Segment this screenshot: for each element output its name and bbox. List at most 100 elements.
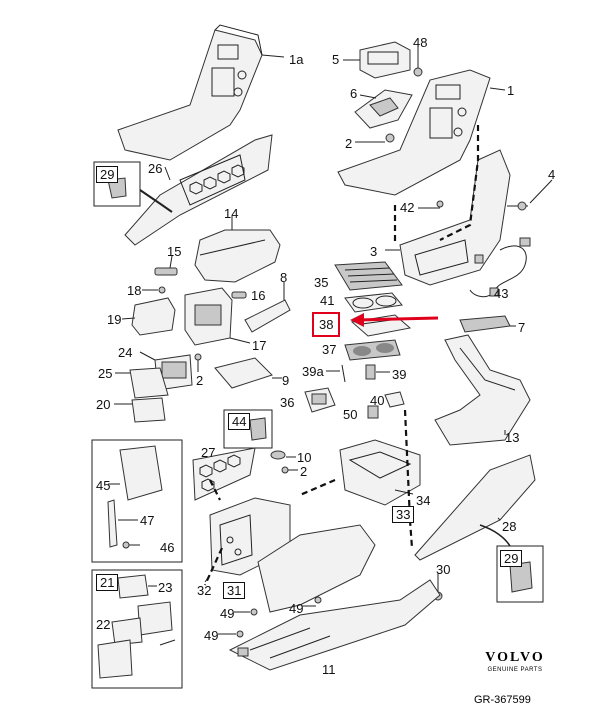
callout-1a: 1a — [289, 52, 304, 67]
part-1-main-console — [337, 69, 506, 196]
part-37-insert — [344, 339, 401, 361]
inset-21-23 — [91, 569, 183, 689]
callout-13: 13 — [505, 430, 520, 445]
callout-33: 33 — [392, 506, 415, 523]
part-36-socket — [304, 387, 336, 413]
callout-49b: 49 — [289, 601, 304, 616]
callout-28: 28 — [502, 519, 517, 534]
callout-48: 48 — [413, 35, 428, 50]
callout-35: 35 — [314, 275, 329, 290]
part-2-screw-low — [281, 466, 298, 474]
callout-36: 36 — [280, 395, 295, 410]
brand-subtitle: GENUINE PARTS — [487, 667, 543, 673]
callout-37: 37 — [322, 342, 337, 357]
callout-29a: 29 — [96, 166, 119, 183]
callout-7: 7 — [518, 320, 526, 335]
callout-3: 3 — [370, 244, 378, 259]
part-13-side-panel — [434, 334, 531, 446]
part-26-side-panel — [124, 134, 273, 246]
brand-logo: VOLVO GENUINE PARTS — [470, 650, 560, 673]
callout-50: 50 — [343, 407, 358, 422]
part-27-grille — [192, 447, 256, 501]
callout-26: 26 — [148, 161, 163, 176]
part-11-floor-bracket — [228, 579, 441, 671]
callout-1: 1 — [507, 83, 515, 98]
part-35-mat — [334, 261, 403, 291]
part-34-bracket — [339, 439, 421, 506]
part-40-pad — [384, 391, 405, 408]
part-43-wiring — [469, 237, 531, 298]
part-16-pin — [231, 291, 247, 299]
callout-15: 15 — [167, 244, 182, 259]
part-2-screw-mid — [194, 353, 202, 372]
part-7-trim — [459, 315, 516, 333]
callout-25: 25 — [98, 366, 113, 381]
callout-2a: 2 — [345, 136, 353, 151]
part-4-screw — [507, 179, 553, 211]
part-42-screw — [418, 200, 444, 209]
callout-49c: 49 — [204, 628, 219, 643]
callout-38: 38 — [312, 312, 341, 337]
callout-22: 22 — [96, 617, 111, 632]
brand-name: VOLVO — [485, 650, 545, 665]
part-2-screw-upper — [355, 133, 395, 143]
part-25-lid — [115, 367, 169, 399]
callout-24: 24 — [118, 345, 133, 360]
callout-27: 27 — [201, 445, 216, 460]
callout-9: 9 — [282, 373, 290, 388]
part-10-cap — [270, 450, 296, 460]
inset-44 — [223, 409, 273, 449]
part-48-screw — [413, 46, 423, 77]
callout-45: 45 — [96, 478, 111, 493]
part-20-trim — [114, 397, 166, 423]
callout-39a: 39a — [302, 364, 324, 379]
part-9-mat — [214, 357, 282, 389]
callout-18: 18 — [127, 283, 142, 298]
inset-29-lower — [479, 524, 544, 603]
callout-30: 30 — [436, 562, 451, 577]
part-18-clip — [142, 286, 166, 294]
part-19-bracket — [121, 297, 176, 336]
callout-2b: 2 — [196, 373, 204, 388]
callout-8: 8 — [280, 270, 288, 285]
part-15-pin — [154, 255, 178, 276]
callout-43: 43 — [494, 286, 509, 301]
part-6-tray — [354, 89, 413, 129]
inset-45-47 — [91, 439, 183, 563]
callout-46: 46 — [160, 540, 175, 555]
callout-19: 19 — [107, 312, 122, 327]
part-39-clip — [365, 364, 390, 380]
highlight-arrow — [350, 313, 439, 327]
part-14-armrest — [194, 216, 281, 283]
callout-21: 21 — [96, 574, 119, 591]
callout-23: 23 — [158, 580, 173, 595]
document-reference: GR-367599 — [474, 694, 531, 706]
callout-31: 31 — [223, 582, 246, 599]
callout-42: 42 — [400, 200, 415, 215]
inset-29-upper — [93, 161, 173, 213]
part-31-panel — [257, 524, 376, 613]
part-1a-console-frame — [117, 24, 285, 161]
callout-34: 34 — [416, 493, 431, 508]
part-17-hinge — [184, 287, 251, 346]
callout-40: 40 — [370, 393, 385, 408]
callout-2c: 2 — [300, 464, 308, 479]
part-8-latch — [244, 282, 291, 333]
callout-29b: 29 — [500, 550, 523, 567]
callout-17: 17 — [252, 338, 267, 353]
callout-10: 10 — [297, 450, 312, 465]
callout-47: 47 — [140, 513, 155, 528]
part-49-screws — [218, 596, 322, 638]
part-39a-clip — [326, 364, 346, 383]
callout-14: 14 — [224, 206, 239, 221]
part-5-panel — [343, 41, 411, 79]
part-41-cupholder — [344, 292, 403, 313]
callout-11: 11 — [322, 662, 336, 677]
part-50-knob — [367, 405, 379, 419]
part-28-side — [414, 454, 536, 561]
callout-49a: 49 — [220, 606, 235, 621]
callout-4: 4 — [548, 167, 556, 182]
callout-32: 32 — [197, 583, 212, 598]
